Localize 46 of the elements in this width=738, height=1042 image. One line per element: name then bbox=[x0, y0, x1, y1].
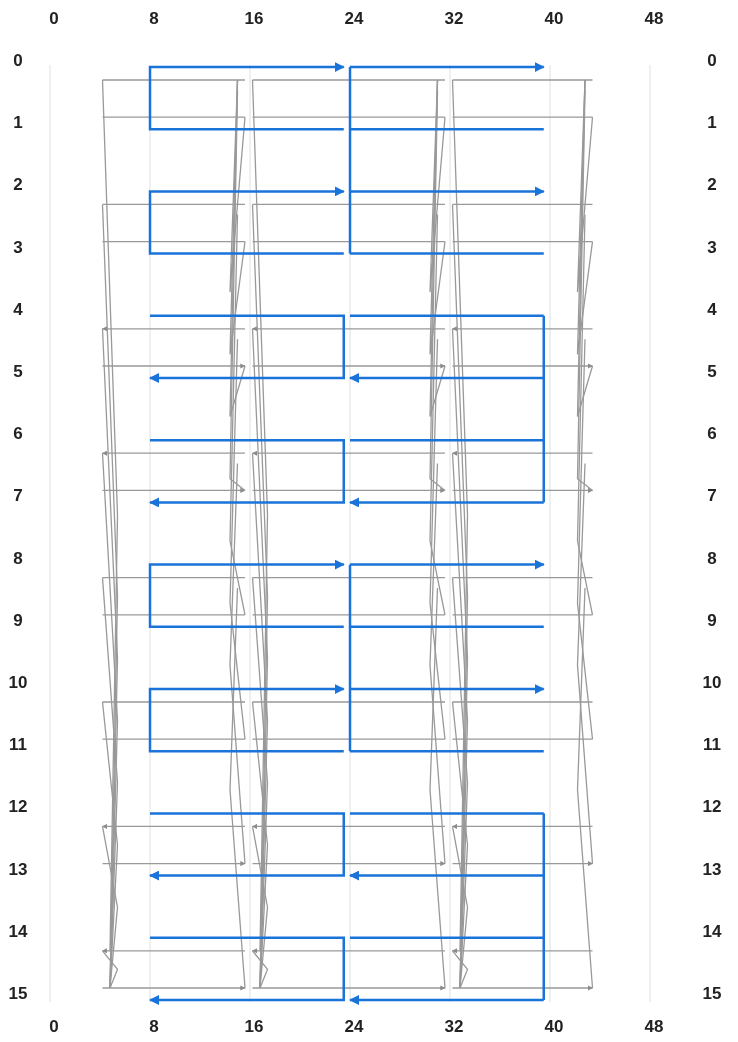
row-number: 1 bbox=[707, 113, 717, 134]
row-number: 7 bbox=[13, 486, 23, 507]
row-number: 14 bbox=[8, 921, 28, 942]
column-number: 32 bbox=[444, 1017, 464, 1037]
column-number: 0 bbox=[49, 1017, 59, 1037]
row-number: 8 bbox=[13, 548, 23, 569]
row-number: 3 bbox=[13, 237, 23, 258]
row-number: 2 bbox=[707, 175, 717, 196]
row-number: 15 bbox=[702, 984, 722, 1004]
column-number: 8 bbox=[149, 9, 159, 29]
row-number: 5 bbox=[13, 362, 23, 382]
row-number: 7 bbox=[707, 486, 717, 507]
row-number: 12 bbox=[8, 797, 28, 818]
row-number: 8 bbox=[707, 548, 717, 569]
row-number: 9 bbox=[13, 610, 23, 631]
row-number: 9 bbox=[707, 610, 717, 631]
row-number: 13 bbox=[8, 859, 28, 880]
column-number: 48 bbox=[644, 1017, 664, 1037]
row-number: 0 bbox=[707, 51, 717, 71]
row-number: 1 bbox=[13, 113, 23, 134]
column-number: 48 bbox=[644, 9, 664, 29]
row-number: 13 bbox=[702, 859, 722, 880]
column-number: 40 bbox=[544, 9, 564, 29]
row-number: 10 bbox=[8, 673, 28, 693]
row-number: 6 bbox=[707, 424, 717, 445]
row-number: 3 bbox=[707, 237, 717, 258]
row-number: 6 bbox=[13, 424, 23, 445]
row-number: 10 bbox=[702, 673, 722, 693]
column-number: 24 bbox=[344, 1017, 364, 1037]
column-number: 40 bbox=[544, 1017, 564, 1037]
row-number: 11 bbox=[9, 735, 27, 756]
column-number: 0 bbox=[49, 9, 59, 29]
column-number: 16 bbox=[244, 9, 264, 29]
row-number: 4 bbox=[707, 299, 717, 320]
row-number: 11 bbox=[703, 735, 721, 756]
column-number: 24 bbox=[344, 9, 364, 29]
row-number: 15 bbox=[8, 984, 28, 1004]
column-number: 8 bbox=[149, 1017, 159, 1037]
row-number: 2 bbox=[13, 175, 23, 196]
column-number: 16 bbox=[244, 1017, 264, 1037]
row-number: 0 bbox=[13, 51, 23, 71]
row-number: 14 bbox=[702, 921, 722, 942]
row-number: 5 bbox=[707, 362, 717, 382]
row-number: 12 bbox=[702, 797, 722, 818]
column-number: 32 bbox=[444, 9, 464, 29]
row-number: 4 bbox=[13, 299, 23, 320]
